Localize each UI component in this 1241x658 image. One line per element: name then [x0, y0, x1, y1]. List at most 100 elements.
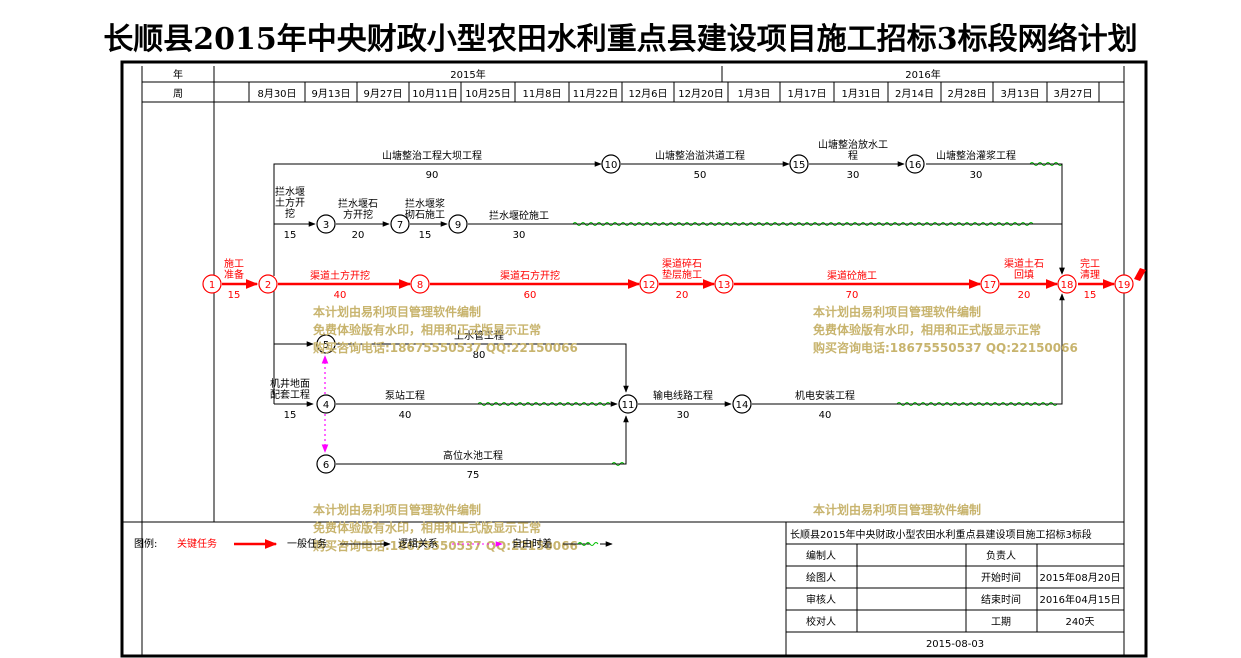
task-duration: 40 [334, 290, 347, 301]
task-name: 高位水池工程 [443, 449, 503, 462]
node-18: 18 [1057, 274, 1077, 294]
task-name: 渠道土石回填 [1004, 257, 1044, 281]
node-label: 5 [323, 340, 329, 351]
year-2015: 2015年 [450, 68, 485, 81]
info-project-name: 长顺县2015年中央财政小型农田水利重点县建设项目施工招标3标段 [790, 528, 1092, 541]
week-label: 9月27日 [363, 88, 402, 100]
node-label: 9 [455, 220, 461, 231]
node-4: 4 [316, 394, 336, 414]
legend-critical-text: 关键任务 [177, 537, 217, 550]
outer-frame [120, 60, 1148, 658]
week-label: 10月25日 [465, 88, 510, 100]
info-value: 2015年08月20日 [1040, 571, 1121, 584]
node-label: 4 [323, 400, 329, 411]
node-2: 2 [258, 274, 278, 294]
task-duration: 30 [677, 410, 690, 421]
task-duration: 60 [524, 290, 537, 301]
node-label: 7 [397, 220, 403, 231]
arrow-14-18 [752, 293, 1065, 405]
watermark-line2: 免费体验版有水印，相用和正式版显示正常 [313, 520, 541, 535]
task-name: 渠道土方开挖 [310, 269, 370, 282]
info-label: 开始时间 [981, 571, 1021, 584]
node-label: 3 [323, 220, 329, 231]
year-row-label: 年 [173, 68, 183, 81]
task-name: 山塘整治工程大坝工程 [382, 149, 482, 162]
task-name: 泵站工程 [385, 389, 425, 402]
info-value: 2016年04月15日 [1040, 593, 1121, 606]
task-name: 上水管工程 [454, 329, 504, 342]
arrow-5-11 [336, 343, 629, 393]
node-label: 12 [643, 280, 656, 291]
node-label: 13 [718, 280, 731, 291]
node-5: 5 [316, 334, 336, 354]
info-label: 负责人 [986, 549, 1016, 562]
task-duration: 15 [419, 230, 432, 241]
diagram-title: 长顺县2015年中央财政小型农田水利重点县建设项目施工招标3标段网络计划 [103, 22, 1138, 57]
arrow-2-10 [273, 161, 602, 276]
watermark-line3: 购买咨询电话:18675550537 QQ:22150066 [813, 340, 1078, 355]
task-name: 渠道碎石垫层施工 [662, 257, 702, 281]
arrow-9-18 [468, 223, 1065, 275]
task-name: 机电安装工程 [795, 389, 855, 402]
node-label: 10 [605, 160, 618, 171]
node-label: 15 [793, 160, 806, 171]
node-label: 6 [323, 460, 329, 471]
task-duration: 90 [426, 170, 439, 181]
week-label: 2月28日 [947, 88, 986, 100]
task-duration: 40 [819, 410, 832, 421]
watermark-line1: 本计划由易利项目管理软件编制 [813, 502, 981, 517]
task-name: 山塘整治放水工程 [818, 138, 888, 162]
task-duration: 30 [970, 170, 983, 181]
node-11: 11 [618, 394, 638, 414]
task-duration: 15 [1084, 290, 1097, 301]
task-labels: 施工准备15渠道土方开挖40渠道石方开挖60渠道碎石垫层施工20渠道砼施工70渠… [224, 138, 1100, 481]
info-date: 2015-08-03 [926, 639, 984, 650]
info-label: 审核人 [806, 593, 836, 606]
task-name: 拦水堰浆砌石施工 [405, 197, 445, 221]
task-name: 渠道石方开挖 [500, 269, 560, 282]
week-label: 1月17日 [787, 88, 826, 100]
node-9: 9 [448, 214, 468, 234]
node-17: 17 [980, 274, 1000, 294]
info-label: 绘图人 [806, 571, 836, 584]
task-name: 渠道砼施工 [827, 269, 877, 282]
legend-float-wave [577, 542, 599, 546]
legend-normal-text: 一般任务 [287, 537, 327, 550]
watermark-line2: 免费体验版有水印，相用和正式版显示正常 [313, 322, 541, 337]
node-3: 3 [316, 214, 336, 234]
node-1: 1 [202, 274, 222, 294]
node-label: 18 [1061, 280, 1074, 291]
week-label: 8月30日 [257, 88, 296, 100]
task-name: 完工清理 [1080, 257, 1100, 281]
node-label: 11 [622, 400, 635, 411]
task-duration: 75 [467, 470, 480, 481]
week-label: 3月13日 [1000, 88, 1039, 100]
task-duration: 15 [284, 410, 297, 421]
task-duration: 70 [846, 290, 859, 301]
arrow-16-18 [926, 163, 1065, 275]
watermark-line3: 购买咨询电话:18675550537 QQ:22150066 [313, 340, 578, 355]
node-8: 8 [410, 274, 430, 294]
float-line [477, 402, 611, 406]
task-duration: 30 [513, 230, 526, 241]
week-label: 10月11日 [412, 88, 457, 100]
info-label: 编制人 [806, 549, 836, 562]
watermark-line1: 本计划由易利项目管理软件编制 [313, 502, 481, 517]
info-label: 校对人 [806, 615, 836, 628]
task-name: 拦水堰石方开挖 [338, 197, 378, 221]
watermark-line1: 本计划由易利项目管理软件编制 [813, 304, 981, 319]
node-label: 2 [265, 280, 271, 291]
float-line [611, 462, 625, 466]
node-6: 6 [316, 454, 336, 474]
arrow-6-11 [336, 415, 629, 465]
info-value: 240天 [1065, 617, 1094, 628]
end-flag [1134, 268, 1146, 281]
task-duration: 30 [847, 170, 860, 181]
node-16: 16 [905, 154, 925, 174]
task-duration: 15 [284, 230, 297, 241]
watermark-line3: 购买咨询电话:18675550537 QQ:22150066 [313, 538, 578, 553]
task-name: 山塘整治灌浆工程 [936, 149, 1016, 162]
task-duration: 80 [473, 350, 486, 361]
